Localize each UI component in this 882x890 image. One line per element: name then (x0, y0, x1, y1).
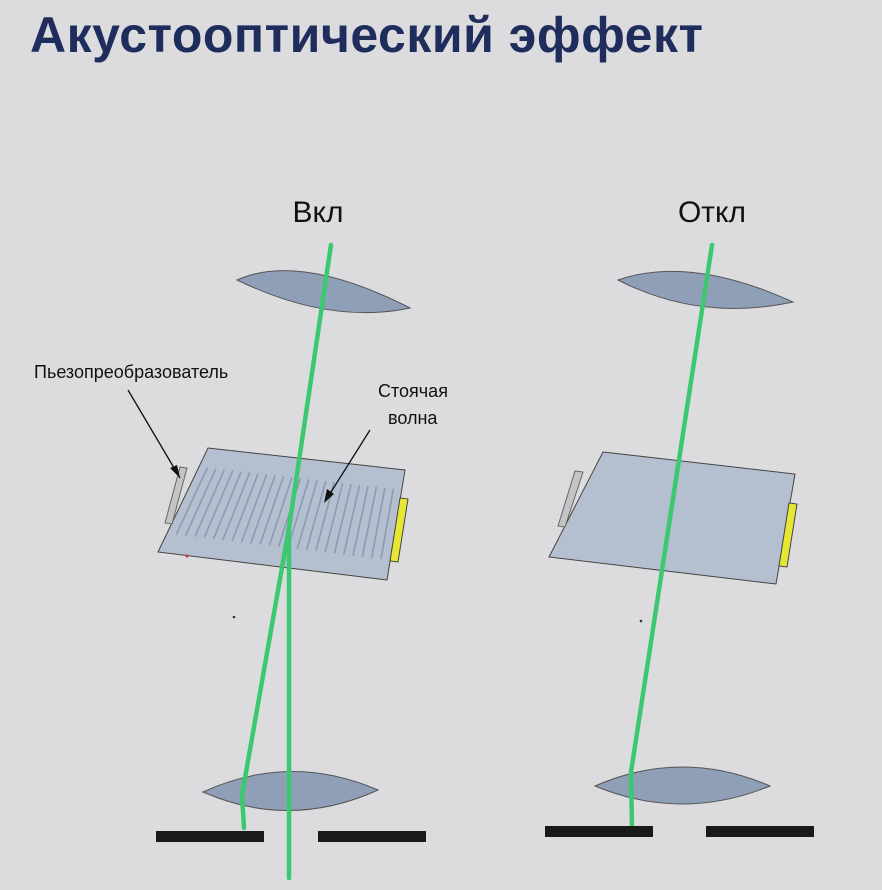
piezo-transducer-off (557, 470, 584, 528)
wave-stripe (203, 470, 234, 539)
transducer-arrow (127, 389, 181, 479)
wave-stripe (324, 482, 344, 553)
absorber-on (389, 497, 409, 563)
red-dot-mark (185, 554, 189, 558)
dot-mark-off (639, 619, 643, 623)
transducer-annotation: Пьезопреобразователь (34, 362, 228, 382)
standing-wave-arrow (325, 429, 371, 501)
beam-off (628, 242, 715, 831)
wave-stripe (296, 479, 319, 550)
wave-stripe (361, 486, 378, 557)
beam-diffracted-on (239, 525, 292, 831)
wave-stripe (175, 467, 209, 535)
wave-stripe (305, 480, 327, 551)
panel-off: Откл (545, 196, 814, 837)
dot-mark-on (232, 615, 236, 619)
wave-stripe (287, 478, 310, 549)
wave-stripe (231, 473, 259, 542)
wave-stripe (268, 477, 293, 546)
absorber-off (778, 502, 798, 568)
panel-off-label: Откл (678, 196, 746, 229)
lower-lens-off (593, 766, 772, 805)
wave-stripe (184, 468, 217, 536)
wave-stripe (370, 487, 386, 559)
standing-wave-arrowhead (324, 489, 334, 503)
wave-stripe (240, 474, 268, 543)
wave-stripe (342, 484, 361, 555)
screen-left-off (545, 826, 653, 837)
wave-stripe (222, 472, 251, 541)
standing-wave-annotation-line1: Стоячая (378, 381, 448, 401)
screen-right-off (706, 826, 814, 837)
wave-stripe (194, 469, 226, 537)
standing-wave-annotation-line2: волна (388, 408, 438, 428)
beam-incident-on (286, 242, 334, 531)
screen-right-on (318, 831, 426, 842)
page-title: Акустооптический эффект (30, 7, 704, 63)
screen-left-on (156, 831, 264, 842)
wave-stripe (249, 475, 276, 544)
wave-stripe (333, 483, 352, 554)
wave-stripe (380, 488, 395, 560)
transducer-arrowhead (170, 465, 180, 478)
panel-on: Вкл Пьезопреобразователь Стоячая волна (34, 196, 448, 881)
wave-stripe (212, 471, 242, 540)
piezo-transducer-on (164, 466, 188, 525)
panel-on-label: Вкл (293, 196, 344, 229)
wave-stripe (259, 476, 285, 545)
wave-stripe (352, 485, 369, 556)
